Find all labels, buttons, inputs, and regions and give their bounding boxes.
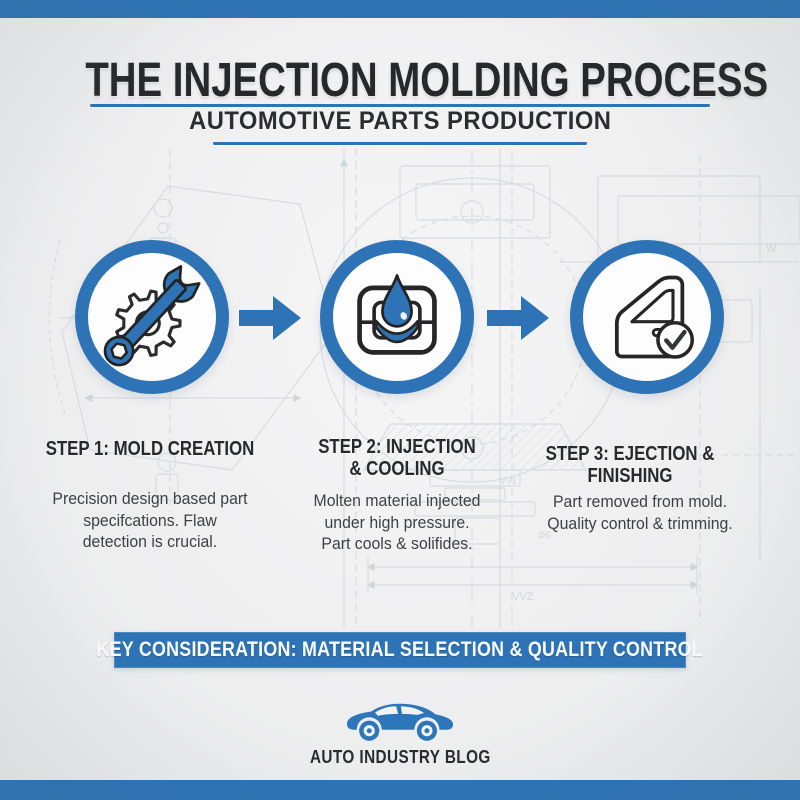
key-consideration-label: KEY CONSIDERATION: MATERIAL SELECTION & … [96, 638, 704, 661]
step-1-heading: STEP 1: MOLD CREATION [45, 437, 255, 460]
step-3-circle [570, 240, 724, 394]
page-title: THE INJECTION MOLDING PROCESS [85, 54, 769, 107]
step-3-heading: STEP 3: EJECTION & FINISHING [545, 442, 715, 487]
mold-droplet-icon [357, 274, 437, 355]
page-subtitle: AUTOMOTIVE PARTS PRODUCTION [188, 107, 612, 135]
gear-wrench-icon [103, 265, 201, 367]
top-accent-bar [0, 0, 800, 18]
arrow-right-icon [487, 296, 549, 340]
brand-name-row: AUTO INDUSTRY BLOG [0, 747, 800, 768]
step-1-circle [75, 240, 229, 394]
key-consideration-banner: KEY CONSIDERATION: MATERIAL SELECTION & … [97, 632, 703, 668]
title-underline [90, 104, 710, 107]
brand-name: AUTO INDUSTRY BLOG [309, 747, 491, 767]
blueprint-label: VV1 [500, 476, 517, 486]
arrow-right-icon [239, 296, 301, 340]
step-2-circle [320, 240, 474, 394]
blueprint-label: VVZ [512, 591, 534, 603]
step-2-description: Molten material injected under high pres… [313, 491, 481, 553]
page-title-row: THE INJECTION MOLDING PROCESS [0, 53, 800, 108]
step-2-heading: STEP 2: INJECTION & COOLING [318, 435, 476, 480]
blueprint-label: Ø6 [538, 530, 550, 540]
bottom-accent-bar [0, 780, 800, 800]
car-door-check-icon [614, 275, 695, 359]
step-3-description: Part removed from mold. Quality control … [547, 492, 733, 533]
subtitle-underline [213, 142, 587, 145]
page-subtitle-row: AUTOMOTIVE PARTS PRODUCTION [0, 107, 800, 136]
blueprint-label: W [766, 243, 777, 255]
car-logo-icon [346, 703, 454, 741]
step-1-description: Precision design based part specifcation… [52, 489, 248, 551]
